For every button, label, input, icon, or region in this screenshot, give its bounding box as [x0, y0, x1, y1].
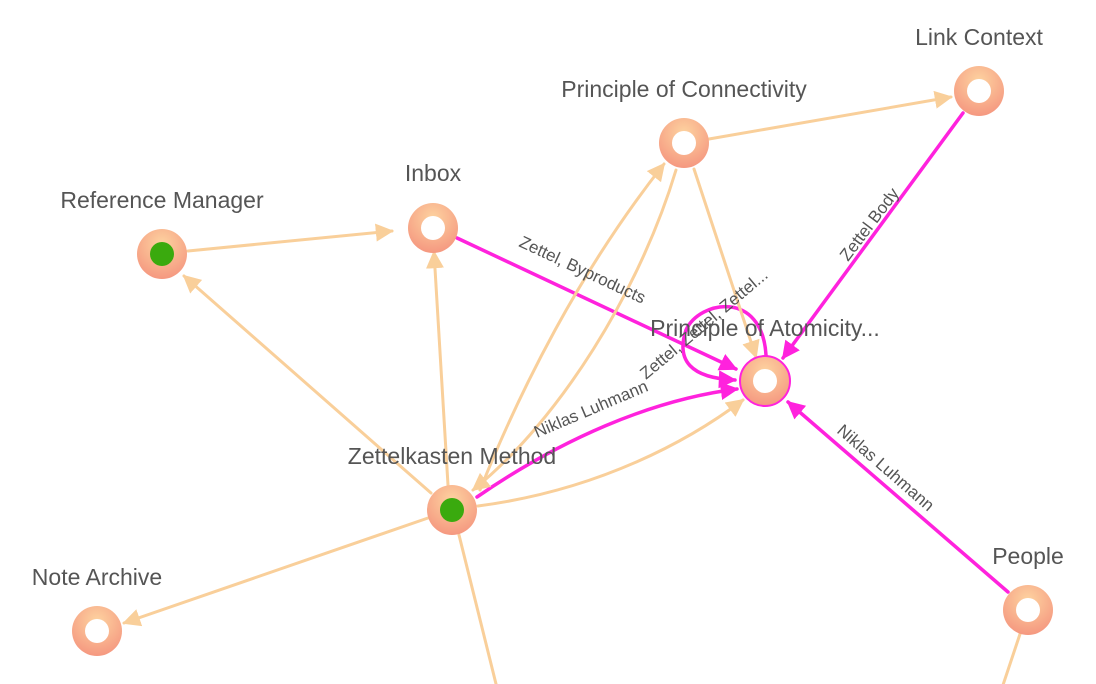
node-inbox[interactable]: Inbox: [405, 160, 462, 253]
node-note-archive[interactable]: Note Archive: [32, 564, 162, 656]
edge-people-to-offscreen-below[interactable]: [998, 632, 1022, 684]
node-hole: [672, 131, 696, 155]
edge-zettelkasten-method-to-note-archive[interactable]: [122, 516, 430, 627]
edge-zettelkasten-method-to-inbox[interactable]: [425, 250, 450, 487]
node-marker-filled: [440, 498, 464, 522]
edge-zettelkasten-method-to-reference-manager[interactable]: [182, 274, 433, 495]
edge-zettelkasten-method-to-principle-of-atomicity[interactable]: [476, 398, 745, 508]
edge-label-link-context-to-principle-of-atomicity: Zettel Body: [836, 184, 903, 265]
edge-zettelkasten-method-to-principle-of-atomicity-highlighted[interactable]: [475, 382, 739, 499]
node-hole: [421, 216, 445, 240]
node-principle-of-atomicity[interactable]: Principle of Atomicity...: [650, 315, 880, 407]
edge-inbox-to-principle-of-atomicity-highlighted[interactable]: [455, 236, 738, 371]
node-hole: [85, 619, 109, 643]
edge-principle-of-connectivity-to-link-context[interactable]: [707, 90, 953, 141]
node-label-link-context: Link Context: [915, 24, 1043, 50]
node-people[interactable]: People: [992, 543, 1064, 635]
edges-layer: [122, 90, 1022, 684]
node-hole: [753, 369, 777, 393]
node-label-inbox: Inbox: [405, 160, 462, 186]
edge-link-context-to-principle-of-atomicity-highlighted[interactable]: [781, 111, 965, 360]
node-marker-filled: [150, 242, 174, 266]
node-label-reference-manager: Reference Manager: [60, 187, 264, 213]
edge-label-people-to-principle-of-atomicity: Niklas Luhmann: [833, 421, 937, 515]
edge-principle-of-connectivity-to-zettelkasten-method[interactable]: [471, 168, 678, 492]
node-principle-of-connectivity[interactable]: Principle of Connectivity: [561, 76, 807, 168]
node-label-principle-of-atomicity: Principle of Atomicity...: [650, 315, 880, 341]
edge-zettelkasten-method-to-principle-of-connectivity[interactable]: [478, 162, 666, 492]
node-hole: [967, 79, 991, 103]
node-zettelkasten-method[interactable]: Zettelkasten Method: [348, 443, 556, 535]
edge-zettelkasten-method-to-offscreen-below[interactable]: [457, 533, 500, 684]
node-link-context[interactable]: Link Context: [915, 24, 1044, 116]
node-reference-manager[interactable]: Reference Manager: [60, 187, 264, 279]
node-hole: [1016, 598, 1040, 622]
node-label-note-archive: Note Archive: [32, 564, 162, 590]
edge-principle-of-atomicity-to-principle-of-atomicity-highlighted[interactable]: [681, 304, 768, 389]
edge-reference-manager-to-inbox[interactable]: [186, 223, 394, 253]
node-label-zettelkasten-method: Zettelkasten Method: [348, 443, 556, 469]
edge-principle-of-connectivity-to-principle-of-atomicity[interactable]: [692, 167, 760, 359]
edge-people-to-principle-of-atomicity-highlighted[interactable]: [786, 400, 1010, 594]
node-label-principle-of-connectivity: Principle of Connectivity: [561, 76, 807, 102]
node-label-people: People: [992, 543, 1064, 569]
